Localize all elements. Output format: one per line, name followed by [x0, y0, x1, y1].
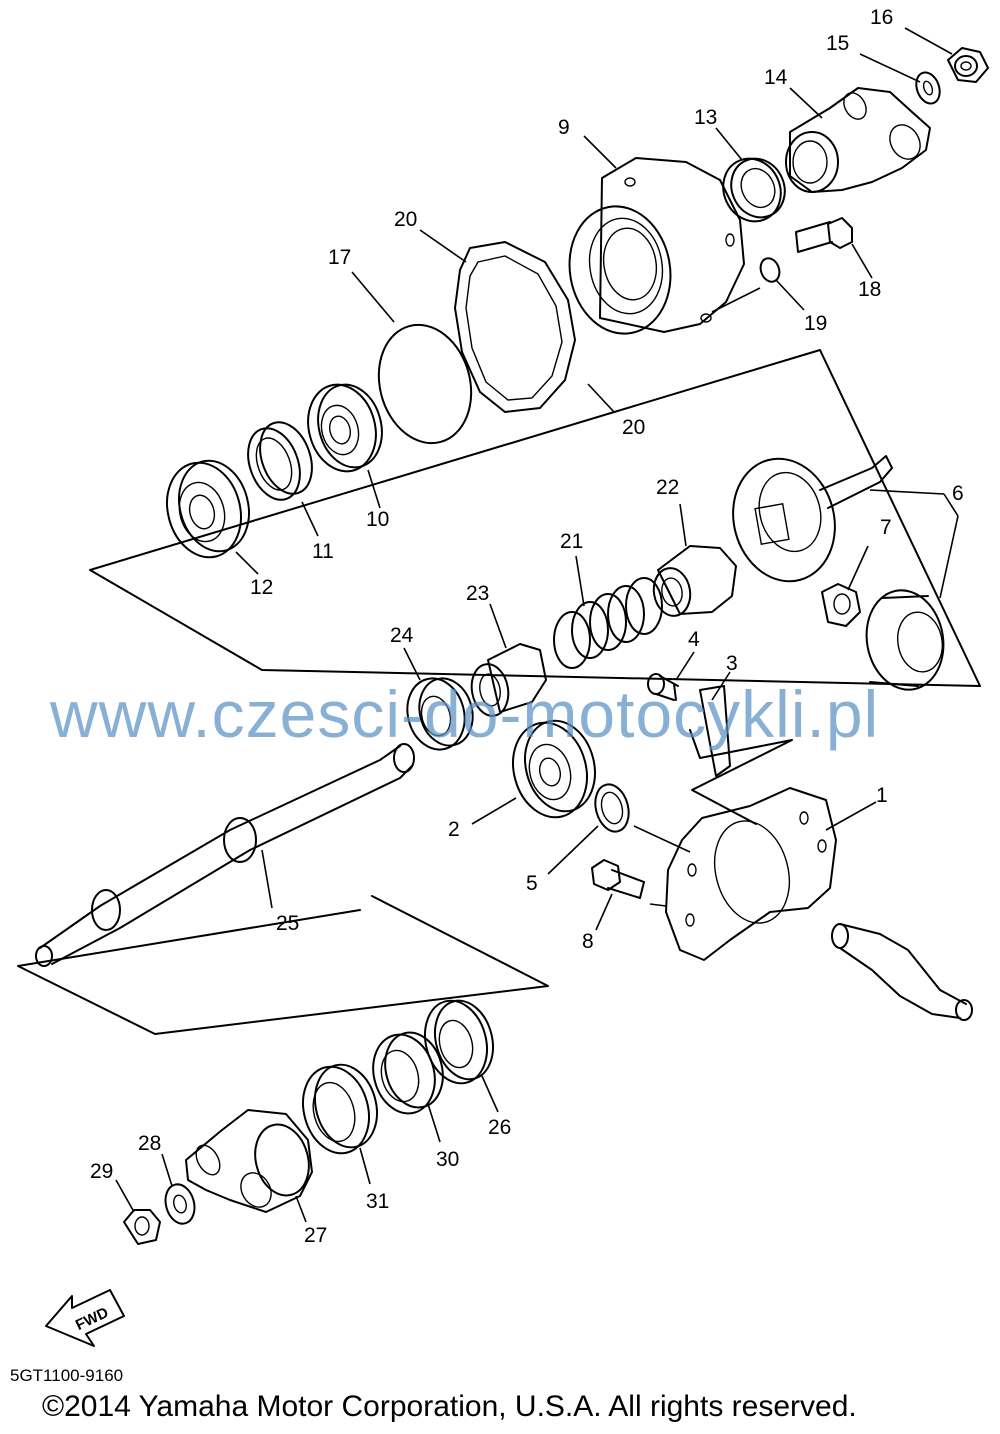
- label-14: 14: [764, 66, 788, 89]
- label-20a: 20: [394, 208, 417, 231]
- collar-23: [470, 643, 547, 717]
- washer-28: [164, 1183, 196, 1225]
- label-23: 23: [466, 582, 489, 605]
- drive-shaft-25: [35, 743, 415, 967]
- ring-gear-6: [865, 589, 945, 691]
- label-27: 27: [304, 1224, 327, 1247]
- label-20b: 20: [622, 416, 645, 439]
- label-2: 2: [448, 818, 460, 841]
- label-30: 30: [436, 1148, 459, 1171]
- label-22: 22: [656, 476, 679, 499]
- label-16: 16: [870, 6, 893, 29]
- o-ring-17: [377, 323, 473, 445]
- bolt-18: [795, 217, 853, 253]
- fwd-label: FWD: [73, 1304, 111, 1334]
- label-4: 4: [688, 628, 700, 651]
- housing-9: [568, 157, 745, 335]
- label-7: 7: [880, 516, 892, 539]
- bearing-12: [166, 459, 250, 559]
- bearing-26: [424, 999, 494, 1085]
- fwd-arrow-icon: FWD: [45, 1289, 125, 1347]
- label-24: 24: [390, 624, 414, 647]
- label-5: 5: [526, 872, 538, 895]
- label-25: 25: [276, 912, 299, 935]
- gasket-20: [454, 241, 576, 413]
- label-9: 9: [558, 116, 570, 139]
- upper-assembly-frame: [89, 349, 981, 687]
- label-18: 18: [858, 278, 881, 301]
- output-shaft: [831, 923, 973, 1021]
- oil-seal-13: [722, 157, 786, 223]
- label-17: 17: [328, 246, 351, 269]
- label-1: 1: [876, 784, 888, 807]
- label-26: 26: [488, 1116, 511, 1139]
- label-8: 8: [582, 930, 594, 953]
- label-12: 12: [250, 576, 273, 599]
- label-19: 19: [804, 312, 827, 335]
- yoke-14: [785, 87, 931, 193]
- sleeve-22: [652, 545, 737, 617]
- case-1: [665, 787, 837, 961]
- shim-5: [594, 783, 630, 833]
- bearing-24: [406, 677, 474, 751]
- label-28: 28: [138, 1132, 161, 1155]
- label-31: 31: [366, 1190, 389, 1213]
- screw-4: [647, 673, 679, 701]
- label-21: 21: [560, 530, 583, 553]
- label-13: 13: [694, 106, 717, 129]
- yoke-27: [185, 1109, 313, 1213]
- lower-assembly-frame: [17, 895, 549, 1035]
- needle-bearing-11: [247, 421, 313, 501]
- washer-19: [759, 257, 781, 283]
- label-10: 10: [366, 508, 389, 531]
- plate-3: [699, 685, 731, 777]
- washer-15: [915, 71, 941, 105]
- diagram-code: 5GT1100-9160: [10, 1366, 124, 1385]
- bolt-8: [591, 859, 645, 899]
- ring-nut-30: [372, 1031, 444, 1115]
- copyright: ©2014 Yamaha Motor Corporation, U.S.A. A…: [42, 1390, 857, 1423]
- bevel-gear-6: [732, 455, 893, 583]
- label-6: 6: [952, 482, 964, 505]
- spring-21: [553, 577, 663, 669]
- label-15: 15: [826, 32, 849, 55]
- watermark: www.czesci-do-motocykli.pl: [50, 677, 880, 751]
- nut-7: [821, 583, 861, 627]
- inner-frame: [689, 729, 793, 825]
- part-labels: 16 15 14 13 9 20 17 18 19 20 6 22 10 7 2…: [90, 6, 964, 1247]
- label-3: 3: [726, 652, 738, 675]
- oil-seal-31: [302, 1063, 378, 1155]
- nut-29: [123, 1209, 161, 1245]
- label-29: 29: [90, 1160, 113, 1183]
- bearing-2: [512, 719, 596, 819]
- leader-lines: [115, 27, 959, 1223]
- bearing-10: [307, 383, 383, 473]
- nut-16: [947, 47, 989, 83]
- label-11: 11: [312, 540, 334, 563]
